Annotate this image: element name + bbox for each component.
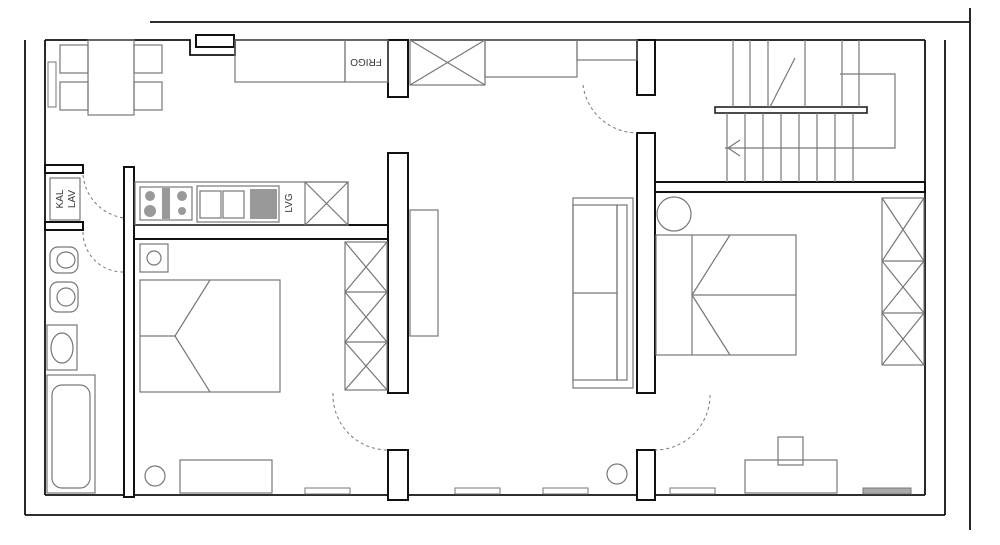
outer-walls (24, 8, 971, 530)
bathroom-fixtures (46, 246, 96, 494)
bed-left (139, 243, 281, 393)
kitchen-counter: LVG (134, 181, 349, 226)
light-point (144, 465, 166, 487)
wardrobe-top (409, 39, 638, 134)
desk-right (744, 436, 838, 494)
sofa (572, 197, 634, 389)
bedroom-left-door-swing (332, 392, 389, 451)
fridge-label: FRIGO (350, 56, 382, 67)
windows (47, 61, 912, 495)
boiler: KAL LAV (49, 177, 81, 221)
bedroom-right-door-swing (654, 394, 711, 451)
interior-walls (44, 34, 926, 501)
bathroom-door-swing (82, 174, 125, 219)
dishwasher-label: LVG (284, 193, 295, 212)
desk-left (179, 459, 273, 494)
dining-table (59, 39, 163, 116)
wc-door-swing (82, 231, 125, 273)
tv-unit (409, 209, 439, 337)
kitchen-counter-top: FRIGO (234, 39, 389, 83)
boiler-label-top: KAL (55, 189, 66, 208)
plant (656, 196, 692, 232)
staircase (714, 40, 896, 182)
bed-right (655, 234, 797, 356)
wardrobe-right (881, 197, 925, 366)
wardrobe-left (344, 241, 388, 391)
light-point (606, 463, 628, 485)
boiler-label-bottom: LAV (67, 190, 78, 208)
